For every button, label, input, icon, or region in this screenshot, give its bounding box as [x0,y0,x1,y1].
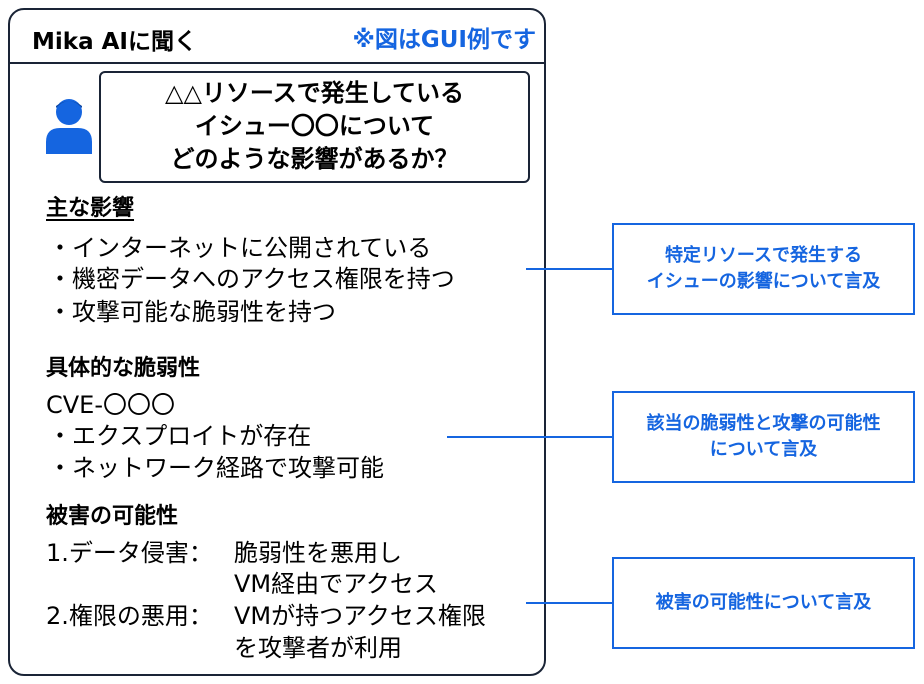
question-line: △△リソースで発生している [165,79,464,107]
question-line: イシュー〇〇について [194,112,435,140]
vulnerability-item: ・エクスプロイトが存在 [48,422,312,450]
callout-connector [526,268,612,270]
damage-item-label: 2.権限の悪用： [46,602,213,630]
user-question-bubble: △△リソースで発生している イシュー〇〇について どのような影響があるか？ [99,71,530,183]
impact-item: ・インターネットに公開されている [48,234,432,262]
damage-item-label: 1.データ侵害： [46,539,213,567]
chat-panel: Mika AIに聞く ※図はGUI例です △△リソースで発生している イシュー〇… [8,8,546,676]
panel-header: Mika AIに聞く ※図はGUI例です [10,10,544,64]
impact-item: ・機密データへのアクセス権限を持つ [48,265,455,293]
panel-title: Mika AIに聞く [32,29,197,55]
question-line: どのような影響があるか？ [170,145,459,173]
cve-id: CVE-〇〇〇 [46,391,175,419]
damage-heading: 被害の可能性 [46,504,179,529]
damage-item-text: 脆弱性を悪用し [234,539,402,567]
callout-damage: 被害の可能性について言及 [612,557,915,649]
callout-vulnerability: 該当の脆弱性と攻撃の可能性 について言及 [612,391,915,483]
callout-text: イシューの影響について言及 [646,271,881,292]
damage-item-text: を攻撃者が利用 [234,634,402,662]
impact-item: ・攻撃可能な脆弱性を持つ [48,298,336,326]
vulnerability-heading: 具体的な脆弱性 [46,356,201,381]
callout-impact: 特定リソースで発生する イシューの影響について言及 [612,223,915,315]
callout-text: 被害の可能性について言及 [655,592,872,613]
vulnerability-item: ・ネットワーク経路で攻撃可能 [48,454,384,482]
callout-connector [526,602,612,604]
person-icon [46,99,92,154]
damage-item-text: VMが持つアクセス権限 [234,602,486,630]
callout-text: について言及 [709,439,818,460]
gui-example-note: ※図はGUI例です [352,27,536,53]
impact-heading: 主な影響 [46,196,135,221]
callout-connector [447,436,612,438]
callout-text: 特定リソースで発生する [664,245,863,266]
damage-item-text: VM経由でアクセス [234,570,438,598]
callout-text: 該当の脆弱性と攻撃の可能性 [646,413,881,434]
